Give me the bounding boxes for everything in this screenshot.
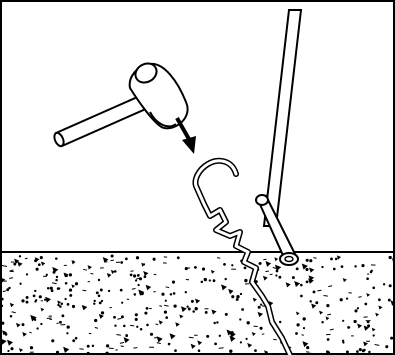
arrow-icon xyxy=(175,117,196,154)
hook-stake-icon xyxy=(192,157,293,355)
hammer-icon xyxy=(53,62,189,148)
pole-icon xyxy=(255,9,303,266)
